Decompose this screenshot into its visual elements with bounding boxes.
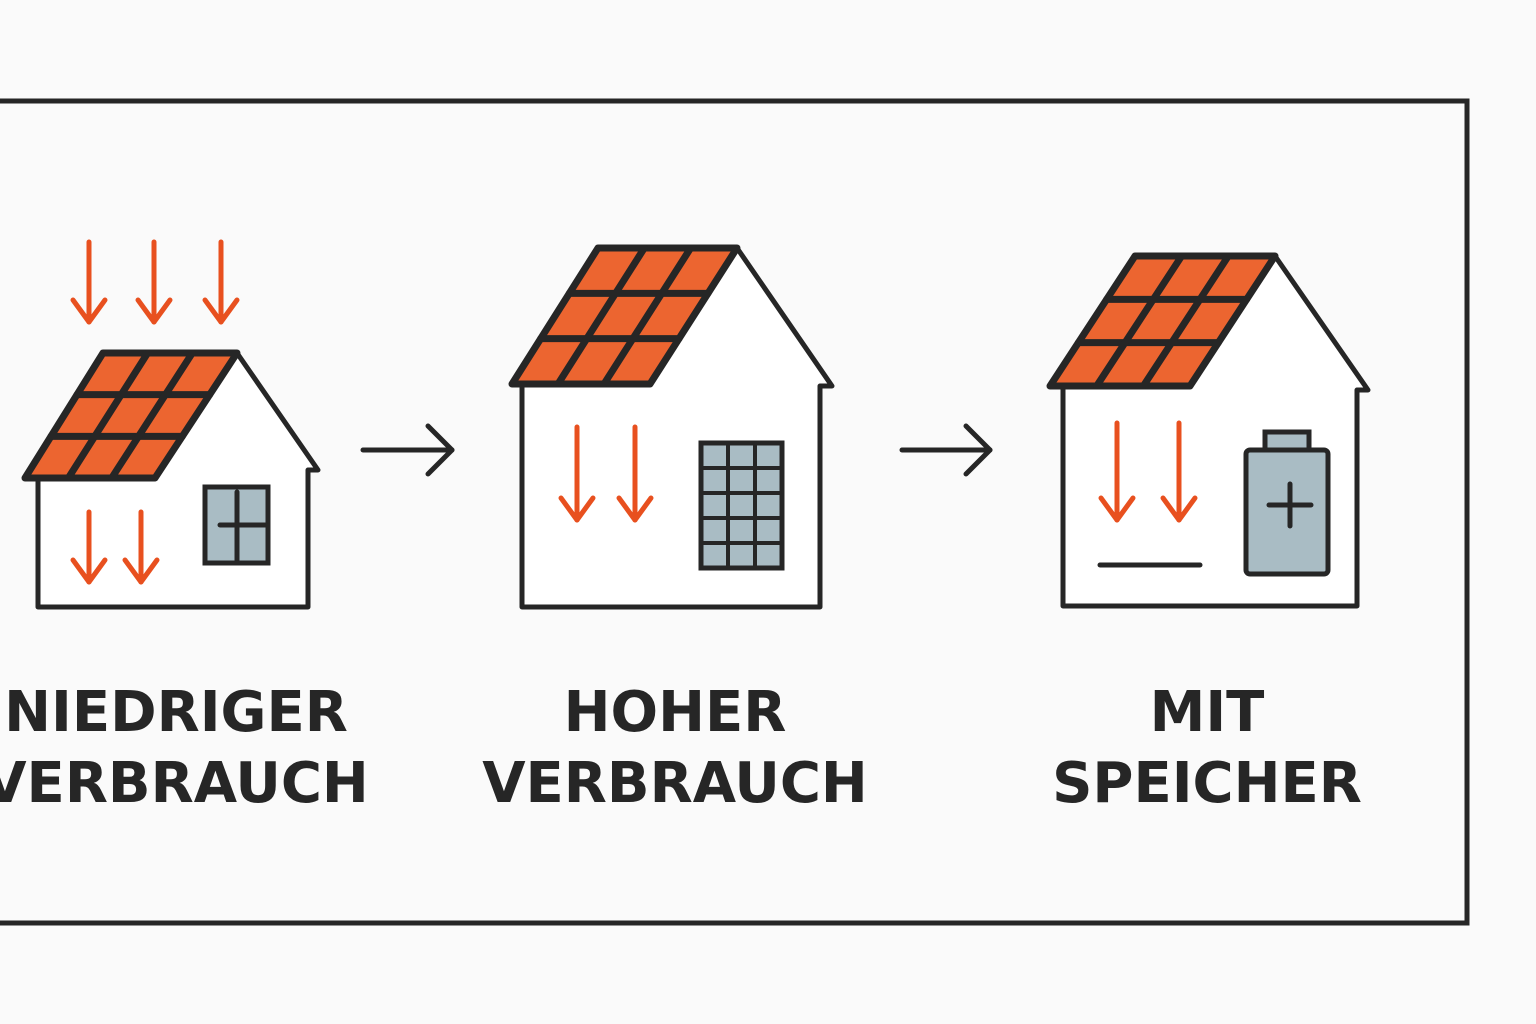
battery-body (1243, 447, 1331, 577)
arrow-head (616, 495, 654, 523)
window (698, 440, 785, 571)
arrow-head (963, 423, 993, 477)
arrow-head (425, 423, 455, 477)
sun-arrow-down-icon (1098, 420, 1136, 523)
battery-icon (1243, 429, 1331, 577)
sun-arrow-down-icon (202, 239, 240, 325)
battery-cap (1262, 429, 1312, 453)
stage-1-label-line1: NIEDRIGER (4, 680, 348, 745)
solar-panel-gridline (1139, 252, 1232, 390)
arrow-head (558, 495, 596, 523)
stage-1-label-line2: VERBRAUCH (0, 751, 369, 816)
frame (0, 98, 1470, 926)
sun-arrow-down-icon (135, 239, 173, 325)
arrow-head (135, 297, 173, 325)
solar-panel-gridline (108, 349, 196, 482)
sun-arrow-down-icon (70, 509, 108, 585)
stage-3-label-line1: MIT (1150, 680, 1265, 745)
arrow-head (202, 297, 240, 325)
sun-arrow-down-icon (558, 424, 596, 523)
arrow-head (122, 557, 160, 585)
stage-2-label-line2: VERBRAUCH (482, 751, 868, 816)
arrow-head (70, 297, 108, 325)
arrow-head (70, 557, 108, 585)
arrow-head (1160, 495, 1198, 523)
sun-arrow-down-icon (122, 509, 160, 585)
sun-arrow-down-icon (70, 239, 108, 325)
sun-arrow-down-icon (616, 424, 654, 523)
arrow-right-icon (360, 423, 455, 477)
house-solar-low-consumption (21, 349, 321, 610)
stage-2-label-line1: HOHER (564, 680, 787, 745)
stage-3-label-line2: SPEICHER (1052, 751, 1362, 816)
sun-arrow-down-icon (1160, 420, 1198, 523)
house-solar-battery (1046, 252, 1371, 609)
solar-panel-gridline (600, 244, 695, 388)
solar-panel-gridline (554, 244, 648, 388)
arrow-right-icon (899, 423, 993, 477)
house-solar-high-consumption (508, 244, 835, 610)
arrow-head (1098, 495, 1136, 523)
solar-panel-gridline (1093, 252, 1186, 390)
solar-panel-gridline (64, 349, 152, 482)
